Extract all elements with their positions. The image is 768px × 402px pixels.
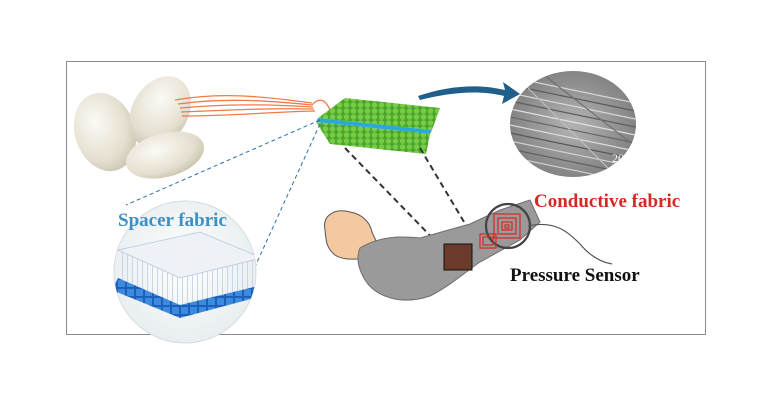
arrow-icon xyxy=(418,82,520,104)
scale-bar-label: 200μm xyxy=(612,151,646,166)
silk-cocoons xyxy=(64,65,209,187)
pressure-sensor-label: Pressure Sensor xyxy=(510,265,640,287)
silk-fibers xyxy=(175,96,330,116)
arm-sleeve xyxy=(325,200,540,300)
sem-image xyxy=(505,71,652,184)
conductive-fabric-label: Conductive fabric xyxy=(534,191,680,213)
knitted-fabric xyxy=(316,98,440,154)
sensor-pad xyxy=(444,244,472,270)
sensor-wire xyxy=(528,224,612,264)
spacer-fabric-label: Spacer fabric xyxy=(118,210,227,232)
